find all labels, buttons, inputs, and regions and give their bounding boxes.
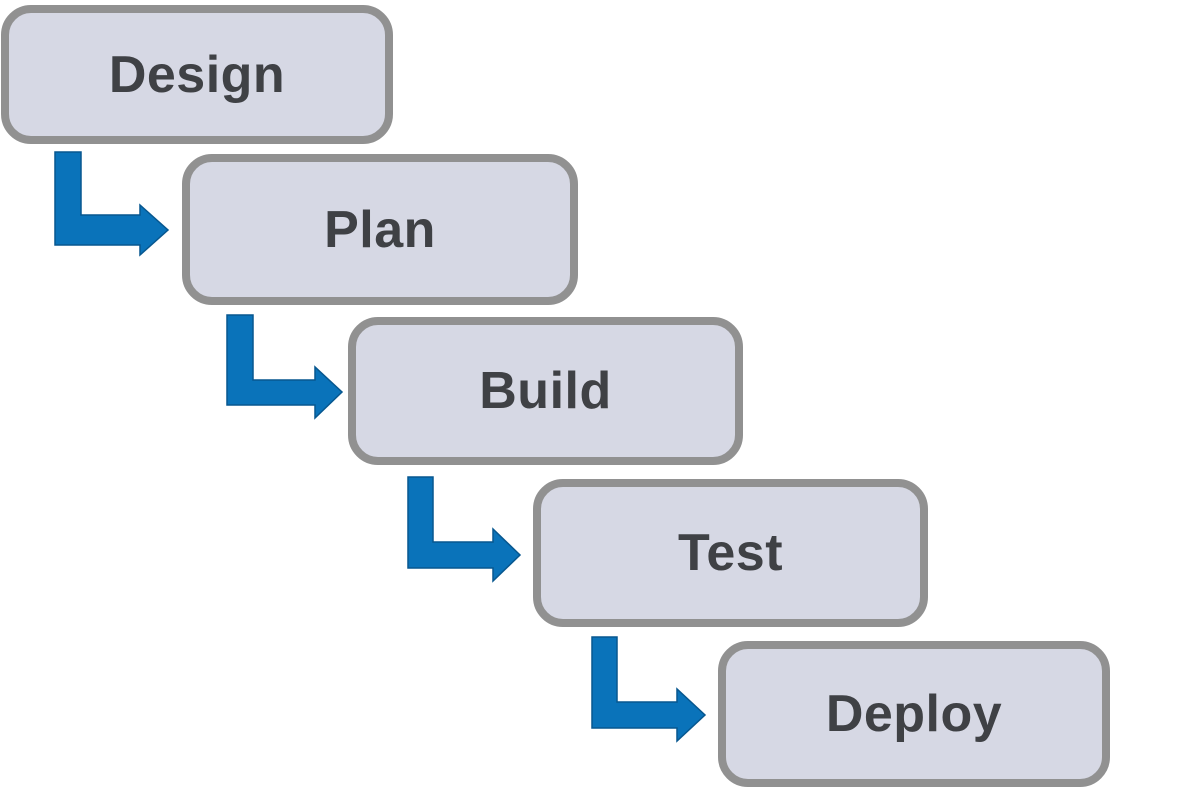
step-box-design: Design bbox=[1, 5, 393, 144]
connector-arrow-design-to-plan bbox=[54, 151, 170, 257]
step-label-deploy: Deploy bbox=[825, 685, 1003, 743]
connector-arrow-plan-to-build bbox=[226, 314, 344, 420]
step-label-build: Build bbox=[479, 362, 612, 420]
step-label-design: Design bbox=[108, 45, 286, 104]
connector-arrow-build-to-test bbox=[407, 476, 522, 583]
step-box-plan: Plan bbox=[182, 154, 578, 305]
step-box-deploy: Deploy bbox=[718, 641, 1110, 787]
connector-arrow-test-to-deploy bbox=[591, 636, 707, 743]
step-box-test: Test bbox=[533, 479, 928, 627]
step-label-test: Test bbox=[677, 524, 784, 582]
step-box-build: Build bbox=[348, 317, 743, 465]
step-label-plan: Plan bbox=[324, 200, 436, 259]
